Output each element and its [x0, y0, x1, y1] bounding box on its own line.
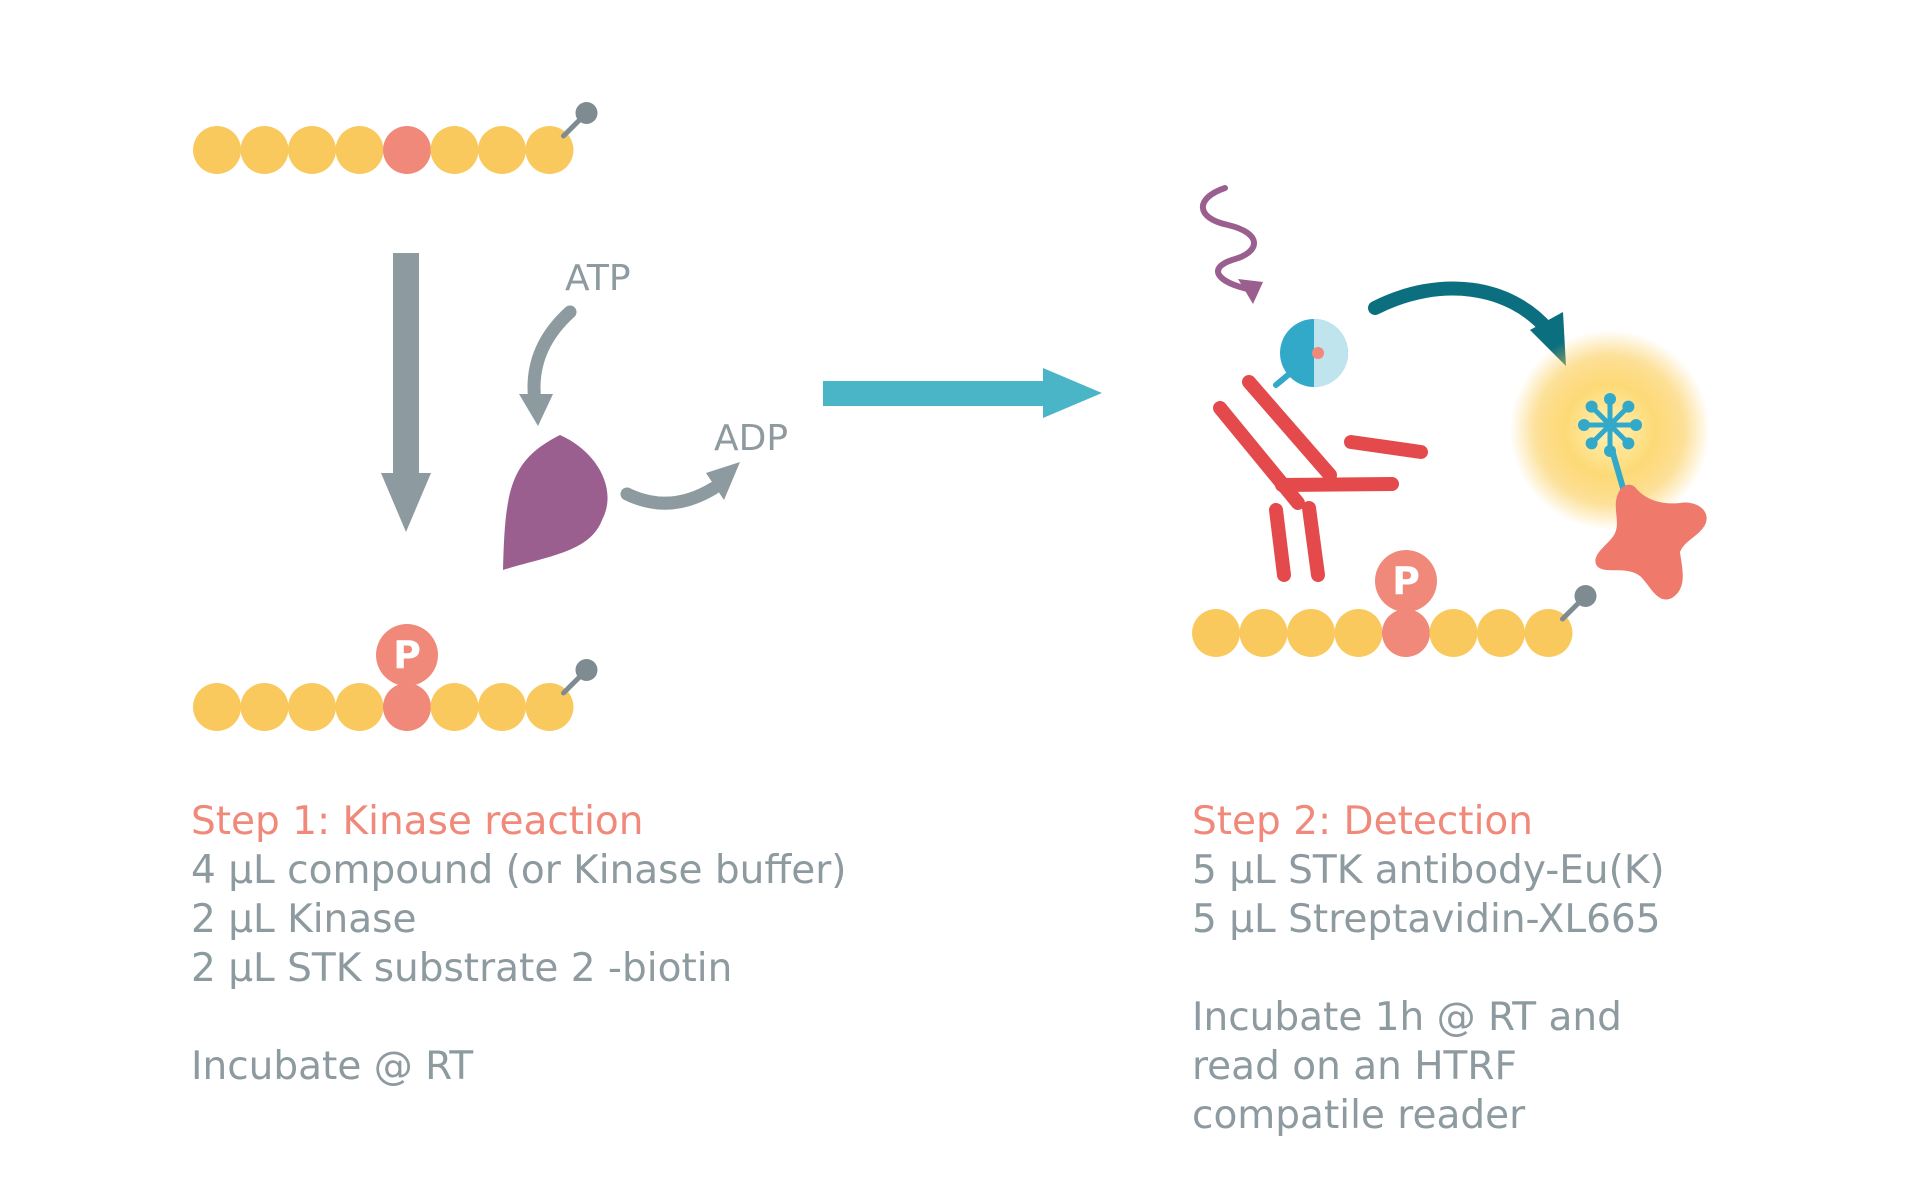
phosphate-group-icon — [376, 624, 438, 686]
step1-line-substrate: 2 µL STK substrate 2 -biotin — [191, 946, 733, 991]
biotin-tag-icon — [1574, 585, 1597, 607]
amino-acid-bead — [288, 126, 336, 174]
amino-acid-bead — [1192, 609, 1240, 657]
phosphorylated-substrate-chain: P — [193, 624, 598, 731]
xl665-spoke-tip — [1604, 393, 1616, 405]
biotin-tag-icon — [575, 102, 598, 124]
step1-line-compound: 4 µL compound (or Kinase buffer) — [191, 848, 847, 893]
adp-arrow-head — [706, 462, 740, 500]
amino-acid-bead — [335, 683, 384, 731]
amino-acid-bead — [430, 683, 479, 731]
step2-incubation-line-3: compatile reader — [1192, 1093, 1526, 1138]
adp-label: ADP — [714, 418, 788, 459]
step1-spacer — [191, 993, 846, 1042]
xl665-spoke-tip — [1622, 400, 1635, 413]
phosphate-label: P — [1392, 559, 1420, 603]
europium-sphere-highlight — [1314, 319, 1348, 387]
amino-acid-bead — [335, 126, 384, 174]
biotin-tag-icon — [575, 659, 598, 681]
xl665-fluorophore-icon — [1578, 393, 1642, 457]
antibody-stem-left — [1269, 503, 1291, 582]
detection-substrate-chain: P — [1192, 550, 1597, 657]
step1-title: Step 1: Kinase reaction — [191, 799, 644, 844]
amino-acid-bead — [1524, 609, 1573, 657]
photon-arrow-head — [1238, 279, 1263, 304]
adp-arrow — [620, 462, 740, 510]
step2-line-antibody: 5 µL STK antibody-Eu(K) — [1192, 848, 1665, 893]
down-arrow-head — [381, 473, 431, 532]
reaction-down-arrow — [381, 253, 431, 532]
streptavidin-body — [1595, 484, 1707, 600]
atp-arrow-head — [519, 394, 553, 426]
step2-incubation-line-1: Incubate 1h @ RT and — [1192, 995, 1622, 1040]
amino-acid-bead — [478, 683, 526, 731]
amino-acid-bead — [525, 683, 574, 731]
amino-acid-bead — [193, 683, 241, 731]
amino-acid-bead — [1477, 609, 1525, 657]
fret-arrow-curve — [1368, 281, 1555, 337]
fret-transfer-arrow — [1368, 281, 1566, 366]
antibody-icon — [1213, 375, 1428, 582]
streptavidin-icon — [1595, 484, 1707, 600]
target-residue — [1382, 609, 1430, 657]
amino-acid-bead — [478, 126, 526, 174]
phosphate-label: P — [393, 633, 421, 677]
xl665-acceptor-icon — [1510, 330, 1710, 530]
target-residue — [383, 683, 431, 731]
amino-acid-bead — [240, 683, 289, 731]
antibody-stem-right — [1302, 501, 1325, 582]
step1-incubation: Incubate @ RT — [191, 1044, 474, 1089]
xl665-spoke-tip — [1622, 437, 1635, 450]
flow-arrow-head — [1043, 368, 1102, 418]
flow-arrow-shaft — [823, 381, 1048, 406]
atp-arrow-curve — [527, 305, 577, 409]
amino-acid-bead — [288, 683, 336, 731]
step-flow-arrow — [823, 368, 1102, 418]
amino-acid-bead — [1429, 609, 1478, 657]
amino-acid-bead — [525, 126, 574, 174]
amino-acid-bead — [430, 126, 479, 174]
step2-description: Step 2: Detection 5 µL STK antibody-Eu(K… — [1192, 797, 1665, 1140]
amino-acid-bead — [1239, 609, 1288, 657]
atp-label: ATP — [565, 258, 631, 299]
phosphate-group-icon — [1375, 550, 1437, 612]
amino-acid-bead — [193, 126, 241, 174]
xl665-spoke-tip — [1585, 400, 1598, 413]
atp-arrow — [519, 305, 577, 426]
xl665-spoke-tip — [1578, 419, 1590, 431]
europium-core — [1312, 347, 1324, 359]
step1-description: Step 1: Kinase reaction 4 µL compound (o… — [191, 797, 846, 1091]
down-arrow-shaft — [393, 253, 419, 475]
antibody-arm-right-upper — [1275, 477, 1399, 492]
excitation-light-icon — [1199, 185, 1263, 304]
photon-wave — [1199, 185, 1257, 293]
amino-acid-bead — [240, 126, 289, 174]
step1-line-kinase: 2 µL Kinase — [191, 897, 417, 942]
europium-cryptate-icon — [1273, 319, 1348, 388]
kinase-enzyme-icon — [503, 435, 608, 570]
step2-incubation-line-2: read on an HTRF — [1192, 1044, 1517, 1089]
amino-acid-bead — [1334, 609, 1383, 657]
step2-spacer — [1192, 944, 1665, 993]
substrate-peptide-chain — [193, 102, 598, 174]
antibody-light-arm — [1242, 375, 1337, 482]
step2-line-streptavidin: 5 µL Streptavidin-XL665 — [1192, 897, 1661, 942]
amino-acid-bead — [1287, 609, 1335, 657]
adp-arrow-curve — [620, 481, 721, 510]
target-residue — [383, 126, 431, 174]
xl665-spoke-tip — [1630, 419, 1642, 431]
antibody-arm-right-lower — [1344, 435, 1428, 459]
xl665-spoke-tip — [1585, 437, 1598, 450]
step2-title: Step 2: Detection — [1192, 799, 1534, 844]
